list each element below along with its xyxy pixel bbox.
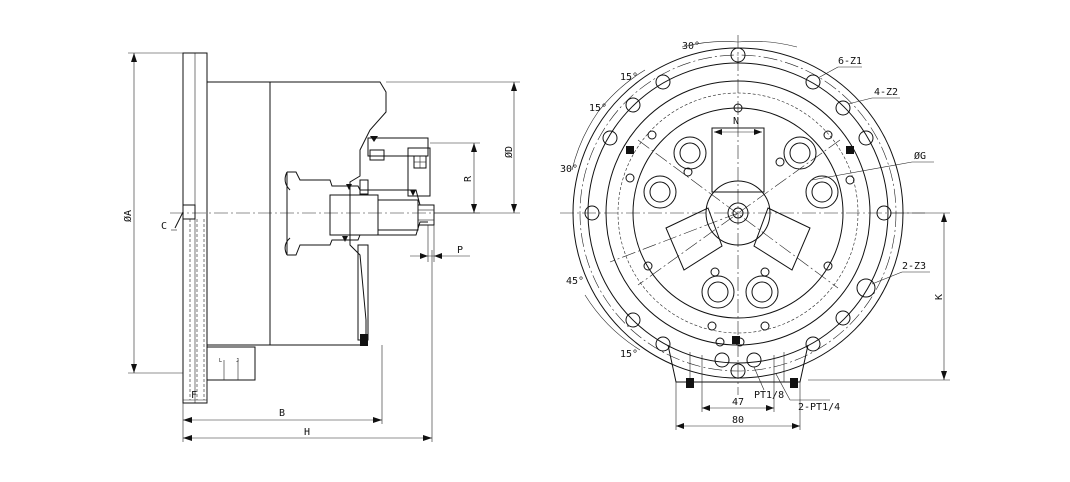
angle-30-left: 30°: [560, 164, 578, 175]
dim-80: 80: [732, 415, 744, 426]
label-C: C: [161, 221, 167, 232]
angle-30-top: 30°: [682, 41, 700, 52]
dim-P: P: [457, 245, 463, 256]
dim-H: H: [304, 427, 310, 438]
small-label-j: J: [236, 358, 239, 364]
dim-R: R: [463, 175, 474, 182]
terminal-box: [206, 346, 256, 381]
label-2-PT1-4: 2-PT1/4: [798, 402, 840, 413]
body-outline: [207, 81, 387, 346]
dim-N: N: [733, 116, 739, 127]
angle-45: 45°: [566, 276, 584, 287]
dim-K: K: [934, 294, 945, 300]
label-4-Z2: 4-Z2: [874, 87, 898, 98]
dim-F: F: [191, 390, 197, 401]
angle-15-a: 15°: [620, 72, 638, 83]
port-block: [667, 344, 809, 430]
dim-phiA: ØA: [122, 210, 134, 222]
angle-15-b: 15°: [589, 103, 607, 114]
inner-holes: [625, 103, 855, 347]
label-6-Z1: 6-Z1: [838, 56, 862, 67]
small-label-l: L: [219, 358, 222, 364]
dim-phiG: ØG: [914, 150, 926, 162]
label-PT1-8: PT1/8: [754, 390, 784, 401]
angle-15-bottom: 15°: [620, 349, 638, 360]
front-view: 30° 15° 15° 30° 45° 15° 6-Z1 4-Z2 N ØG 2…: [560, 35, 950, 430]
label-2-Z3: 2-Z3: [902, 261, 926, 272]
dim-B: B: [279, 408, 285, 419]
dim-47: 47: [732, 397, 744, 408]
outer-holes: [584, 47, 892, 379]
piston: [329, 194, 379, 236]
side-view: L J ØA C F B H: [122, 52, 520, 442]
dim-phiD: ØD: [503, 146, 515, 158]
